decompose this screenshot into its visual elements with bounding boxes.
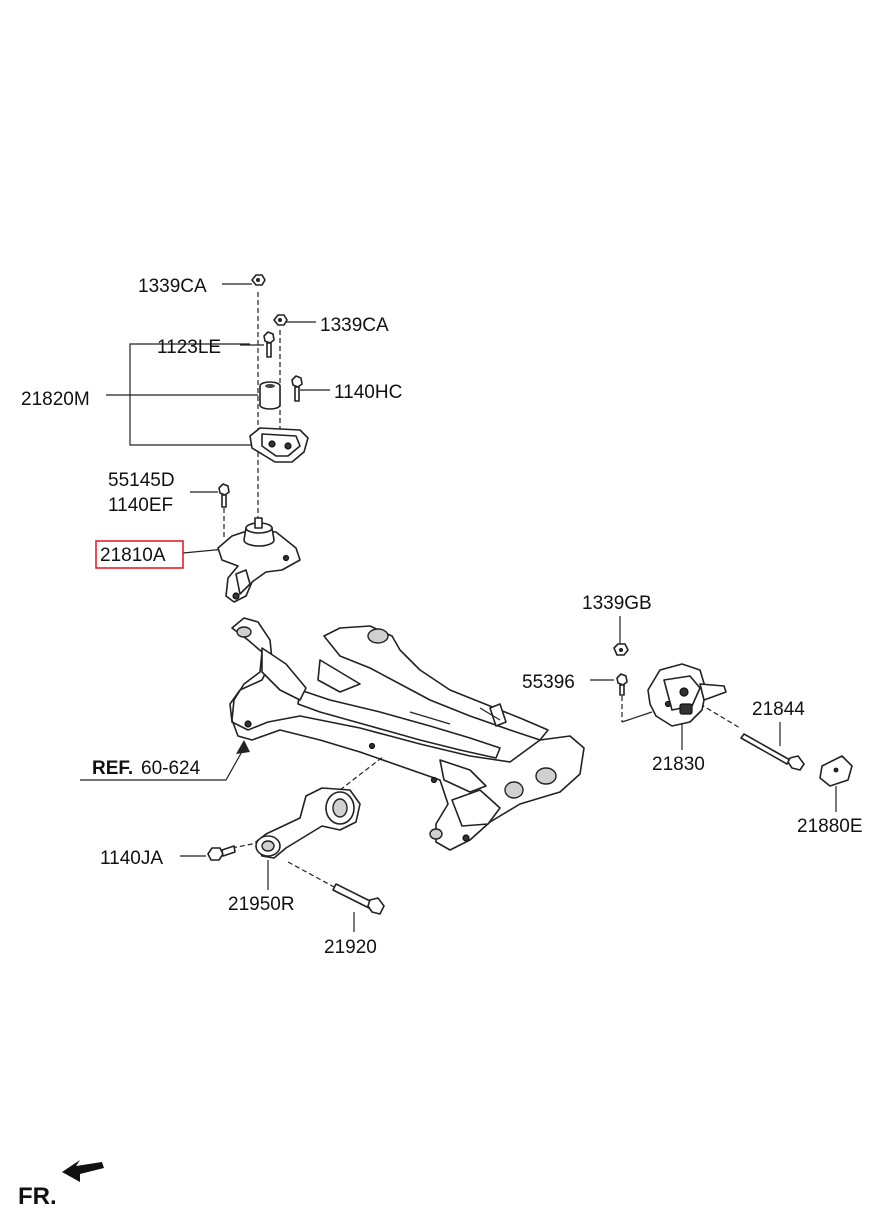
bolt-1140ja bbox=[207, 845, 236, 861]
bushing-21820m bbox=[259, 381, 281, 410]
bracket-plate-21820m bbox=[249, 427, 309, 463]
bracket-21820m bbox=[129, 343, 252, 446]
dash-55396-to-mount bbox=[621, 711, 653, 723]
label-21820m: 21820M bbox=[21, 389, 90, 410]
label-ref-bold: REF. bbox=[92, 758, 133, 779]
label-21880e: 21880E bbox=[797, 816, 863, 837]
label-1123le: 1123LE bbox=[157, 337, 221, 358]
nut-1339ca-right bbox=[273, 314, 288, 326]
label-21844: 21844 bbox=[752, 699, 805, 720]
bolt-21920 bbox=[332, 883, 385, 915]
ref-arrowhead bbox=[236, 740, 250, 754]
label-21920: 21920 bbox=[324, 937, 377, 958]
label-21810a[interactable]: 21810A bbox=[100, 545, 166, 566]
roll-rod-21950r bbox=[255, 787, 361, 859]
label-front: FR. bbox=[18, 1183, 57, 1210]
subframe bbox=[229, 617, 585, 851]
dash-rollrod-to-frame bbox=[339, 755, 385, 791]
label-55396: 55396 bbox=[522, 672, 575, 693]
nut-1339gb bbox=[613, 643, 629, 656]
label-1140ef: 1140EF bbox=[108, 495, 173, 516]
nut-1339ca-top bbox=[251, 274, 266, 286]
cover-21880e bbox=[819, 755, 853, 787]
bolt-55145d bbox=[218, 483, 230, 508]
dash-21920 bbox=[287, 861, 337, 889]
engine-mount-21810a bbox=[217, 517, 301, 603]
label-55145d: 55145D bbox=[108, 470, 175, 491]
transmission-mount-21830 bbox=[647, 663, 727, 727]
bolt-1140hc bbox=[291, 375, 303, 402]
label-1140ja: 1140JA bbox=[100, 848, 163, 869]
label-1339gb: 1339GB bbox=[582, 593, 652, 614]
leader-ref bbox=[80, 747, 245, 781]
highlight-box-21810a bbox=[95, 540, 184, 569]
bolt-55396 bbox=[616, 673, 628, 696]
dash-21844 bbox=[699, 703, 741, 729]
label-1339ca-right: 1339CA bbox=[320, 315, 389, 336]
label-1140hc: 1140HC bbox=[334, 382, 402, 403]
bolt-1123le bbox=[263, 331, 275, 358]
label-21950r: 21950R bbox=[228, 894, 295, 915]
label-1339ca-top: 1339CA bbox=[138, 276, 207, 297]
bolt-21844 bbox=[740, 733, 805, 771]
label-21830: 21830 bbox=[652, 754, 705, 775]
label-ref-number: 60-624 bbox=[141, 758, 201, 779]
front-arrow-icon bbox=[62, 1160, 104, 1182]
